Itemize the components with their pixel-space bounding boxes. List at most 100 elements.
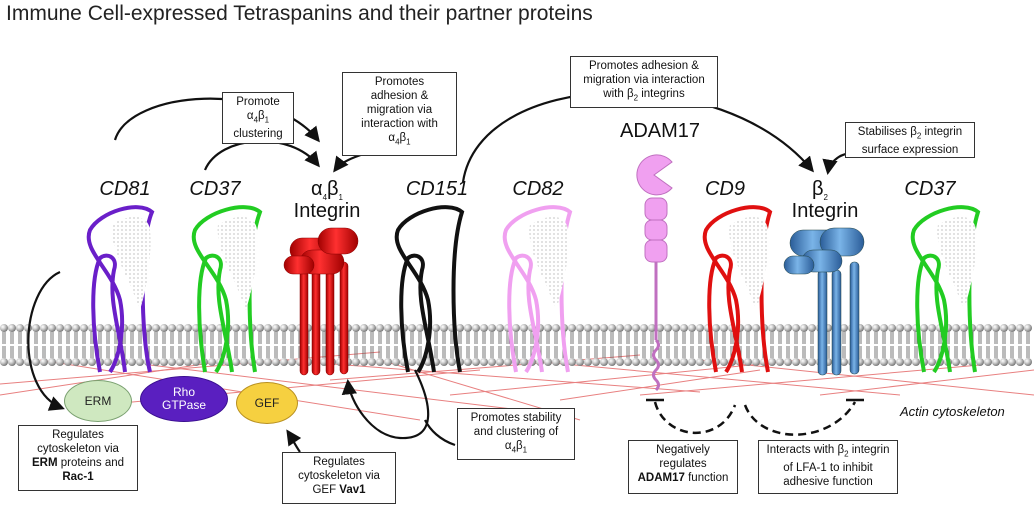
box-pa2-integrins: integrins [638, 88, 685, 100]
box-pa1-line4: interaction with [361, 118, 438, 130]
box-pa2-line1: Promotes adhesion & [589, 60, 699, 72]
box-re-line4: Rac-1 [22, 470, 134, 484]
label-cd81: CD81 [99, 178, 151, 200]
a4b1-integrin [283, 227, 359, 376]
box-il-beta: β [837, 444, 845, 456]
box-pa2-sub: 2 [633, 93, 639, 103]
cd37-right-tetraspanin [910, 205, 981, 374]
label-cd37-left: CD37 [189, 178, 241, 200]
label-a4b1-alpha: α [311, 178, 323, 200]
box-pc-alpha: α [246, 110, 254, 122]
box-pa1-beta: β [399, 132, 407, 144]
label-adam17: ADAM17 [619, 120, 701, 142]
box-rv-line2: cytoskeleton via [298, 470, 380, 482]
box-negatively-regulates: Negatively regulates ADAM17 function [628, 440, 738, 494]
box-ps-line1: Promotes stability [470, 412, 562, 424]
box-il-integrin: integrin [848, 444, 890, 456]
box-nr-function: function [684, 472, 729, 484]
cd81-tetraspanin [86, 205, 155, 374]
diagram-title: Immune Cell-expressed Tetraspanins and t… [6, 2, 593, 25]
cd82-tetraspanin [502, 205, 573, 374]
label-integrin-1: Integrin [293, 200, 361, 222]
box-ps-sub1: 4 [511, 445, 517, 455]
label-integrin-2: Integrin [791, 200, 859, 222]
box-pa1-sub2: 1 [406, 137, 411, 147]
box-nr-line1: Negatively [656, 444, 710, 456]
box-ps-line3: α4β1 [461, 439, 571, 457]
box-il-line2: of LFA-1 to inhibit [783, 462, 873, 475]
box-re-line2: cytoskeleton via [37, 443, 119, 455]
box-pa2-line3: with β2 integrins [574, 87, 714, 105]
box-st-beta: β [910, 126, 917, 138]
b2-integrin [783, 227, 865, 376]
box-pa1-line5: α4β1 [346, 131, 453, 149]
box-interacts-lfa1: Interacts with β2 integrin of LFA-1 to i… [758, 440, 898, 494]
box-stabilises-b2: Stabilises β2 integrin surface expressio… [845, 122, 975, 158]
rho-label-line1: Rho [172, 385, 195, 399]
box-nr-adam17: ADAM17 [637, 472, 685, 484]
label-cd151: CD151 [405, 178, 469, 200]
box-il-sub: 2 [844, 449, 849, 459]
adam17-protein [636, 154, 673, 392]
box-nr-line3: ADAM17 function [632, 471, 734, 485]
box-pa2-with: with [603, 88, 627, 100]
box-rv-gef: GEF [312, 484, 340, 496]
box-st-sub: 2 [916, 131, 922, 141]
box-nr-line2: regulates [659, 458, 707, 470]
box-rv-line3: GEF Vav1 [286, 483, 392, 497]
box-pa1-line3: migration via [366, 104, 433, 116]
label-a4b1-sub1: 4 [322, 193, 328, 202]
box-pa2-beta: β [626, 88, 634, 100]
box-il-line3: adhesive function [783, 476, 873, 489]
box-pc-sub2: 1 [264, 115, 270, 125]
box-promotes-stability: Promotes stability and clustering of α4β… [457, 408, 575, 460]
box-re-proteins: proteins and [57, 457, 125, 469]
box-pa2-line2: migration via interaction [583, 74, 705, 86]
box-regulates-vav1: Regulates cytoskeleton via GEF Vav1 [282, 452, 396, 504]
box-ps-alpha: α [504, 440, 512, 452]
erm-oval: ERM [64, 380, 132, 422]
label-a4b1: α4β1 [282, 178, 372, 209]
box-re-rac1: Rac-1 [62, 471, 94, 483]
box-promotes-adhesion-b2: Promotes adhesion & migration via intera… [570, 56, 718, 108]
cd37-left-tetraspanin [191, 205, 263, 374]
label-actin-cytoskeleton: Actin cytoskeleton [900, 404, 1005, 419]
box-pa1-sub1: 4 [395, 137, 400, 147]
box-pc-beta: β [258, 110, 265, 122]
box-promote-clustering: Promote α4β1 clustering [222, 92, 294, 144]
cd9-tetraspanin [702, 205, 773, 374]
box-promote-clustering-line2: α4β1 [226, 109, 290, 127]
box-regulates-erm: Regulates cytoskeleton via ERM proteins … [18, 425, 138, 491]
box-ps-beta: β [516, 440, 523, 452]
label-a4b1-beta: β [327, 178, 339, 200]
box-st-stabilises: Stabilises [857, 126, 911, 138]
label-b2-sub: 2 [823, 193, 828, 202]
box-re-line1: Regulates [52, 429, 104, 441]
box-re-line3: ERM proteins and [22, 456, 134, 470]
box-rv-line1: Regulates [313, 456, 365, 468]
box-il-line1: Interacts with β2 integrin [762, 443, 894, 461]
box-ps-sub2: 1 [522, 445, 528, 455]
label-cd82: CD82 [512, 178, 564, 200]
label-a4b1-sub2: 1 [338, 193, 343, 202]
box-pc-sub1: 4 [253, 115, 259, 125]
box-st-integrin: integrin [921, 126, 963, 138]
box-re-erm: ERM [31, 457, 58, 469]
cell-membrane [0, 324, 1032, 366]
box-promote-clustering-line1: Promote [236, 96, 280, 108]
inhibition-lines [653, 401, 857, 436]
box-rv-vav1: Vav1 [339, 484, 366, 496]
box-il-interacts: Interacts with [766, 444, 838, 456]
box-pa1-line2: adhesion & [370, 90, 429, 102]
label-b2-beta: β [812, 178, 824, 200]
box-promotes-adhesion-a4b1: Promotes adhesion & migration via intera… [342, 72, 457, 156]
box-promote-clustering-line3: clustering [233, 128, 283, 141]
label-cd37-right: CD37 [904, 178, 956, 200]
box-st-line2: surface expression [861, 144, 959, 157]
box-pa1-line1: Promotes [374, 76, 425, 88]
box-ps-line2: and clustering of [473, 426, 559, 438]
cd151-tetraspanin [394, 205, 465, 374]
box-pa1-alpha: α [388, 132, 396, 144]
